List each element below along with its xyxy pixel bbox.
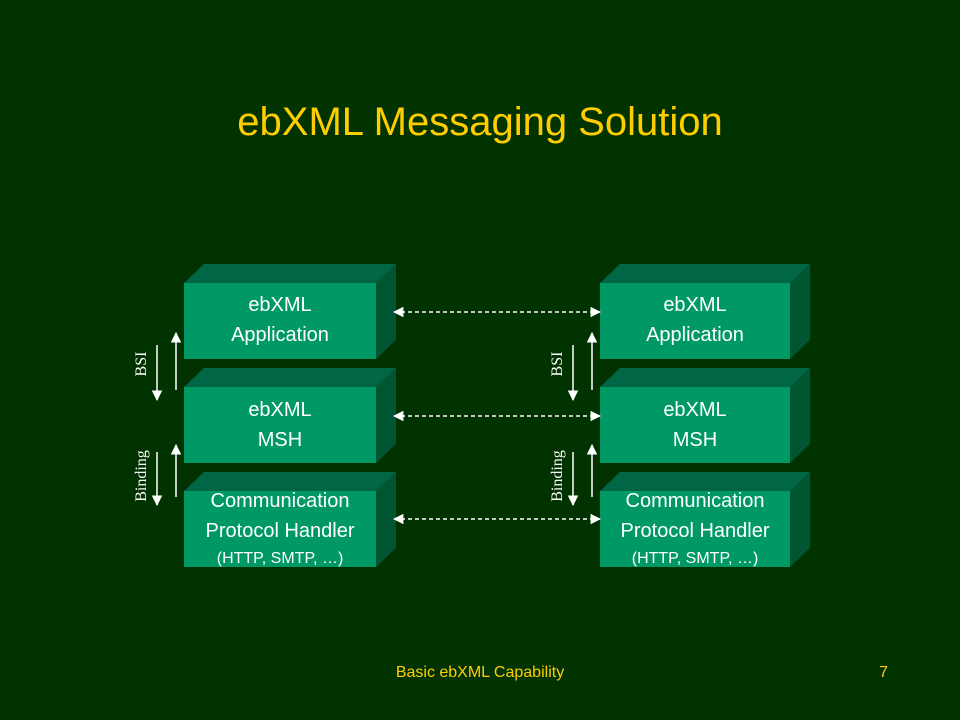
box-label-line1: ebXML (248, 399, 311, 421)
slide-title: ebXML Messaging Solution (237, 100, 723, 144)
box-front-face (184, 387, 376, 463)
box-label-line3: (HTTP, SMTP, …) (632, 550, 759, 567)
left-cph-box: Communication Protocol Handler (HTTP, SM… (184, 472, 396, 567)
box-label-line1: ebXML (663, 294, 726, 316)
box-side-face (376, 264, 396, 359)
box-top-face (600, 368, 810, 387)
box-label-line1: Communication (626, 490, 765, 512)
box-label-line1: ebXML (248, 294, 311, 316)
binding-label: Binding (133, 450, 150, 502)
box-side-face (790, 472, 810, 567)
box-top-face (184, 368, 396, 387)
box-label-line1: Communication (211, 490, 350, 512)
box-side-face (376, 472, 396, 567)
box-label-line2: Application (646, 324, 744, 346)
box-label-line2: Application (231, 324, 329, 346)
left-msh-box: ebXML MSH (184, 368, 396, 463)
box-front-face (600, 387, 790, 463)
box-side-face (790, 264, 810, 359)
binding-label: Binding (549, 450, 566, 502)
page-number: 7 (879, 664, 888, 681)
bsi-label: BSI (133, 352, 150, 377)
box-front-face (184, 491, 376, 567)
box-top-face (600, 264, 810, 283)
box-top-face (184, 472, 396, 491)
box-side-face (790, 368, 810, 463)
box-top-face (184, 264, 396, 283)
box-side-face (376, 368, 396, 463)
box-front-face (184, 283, 376, 359)
box-label-line2: Protocol Handler (621, 520, 770, 542)
right-application-box: ebXML Application (600, 264, 810, 359)
box-top-face (600, 472, 810, 491)
right-cph-box: Communication Protocol Handler (HTTP, SM… (600, 472, 810, 567)
slide-footer: Basic ebXML Capability (395, 664, 565, 681)
box-front-face (600, 283, 790, 359)
right-msh-box: ebXML MSH (600, 368, 810, 463)
box-label-line1: ebXML (663, 399, 726, 421)
box-label-line2: MSH (258, 429, 302, 451)
box-front-face (600, 491, 790, 567)
left-application-box: ebXML Application (184, 264, 396, 359)
box-label-line3: (HTTP, SMTP, …) (217, 550, 344, 567)
box-label-line2: Protocol Handler (206, 520, 355, 542)
box-label-line2: MSH (673, 429, 717, 451)
bsi-label: BSI (549, 352, 566, 377)
